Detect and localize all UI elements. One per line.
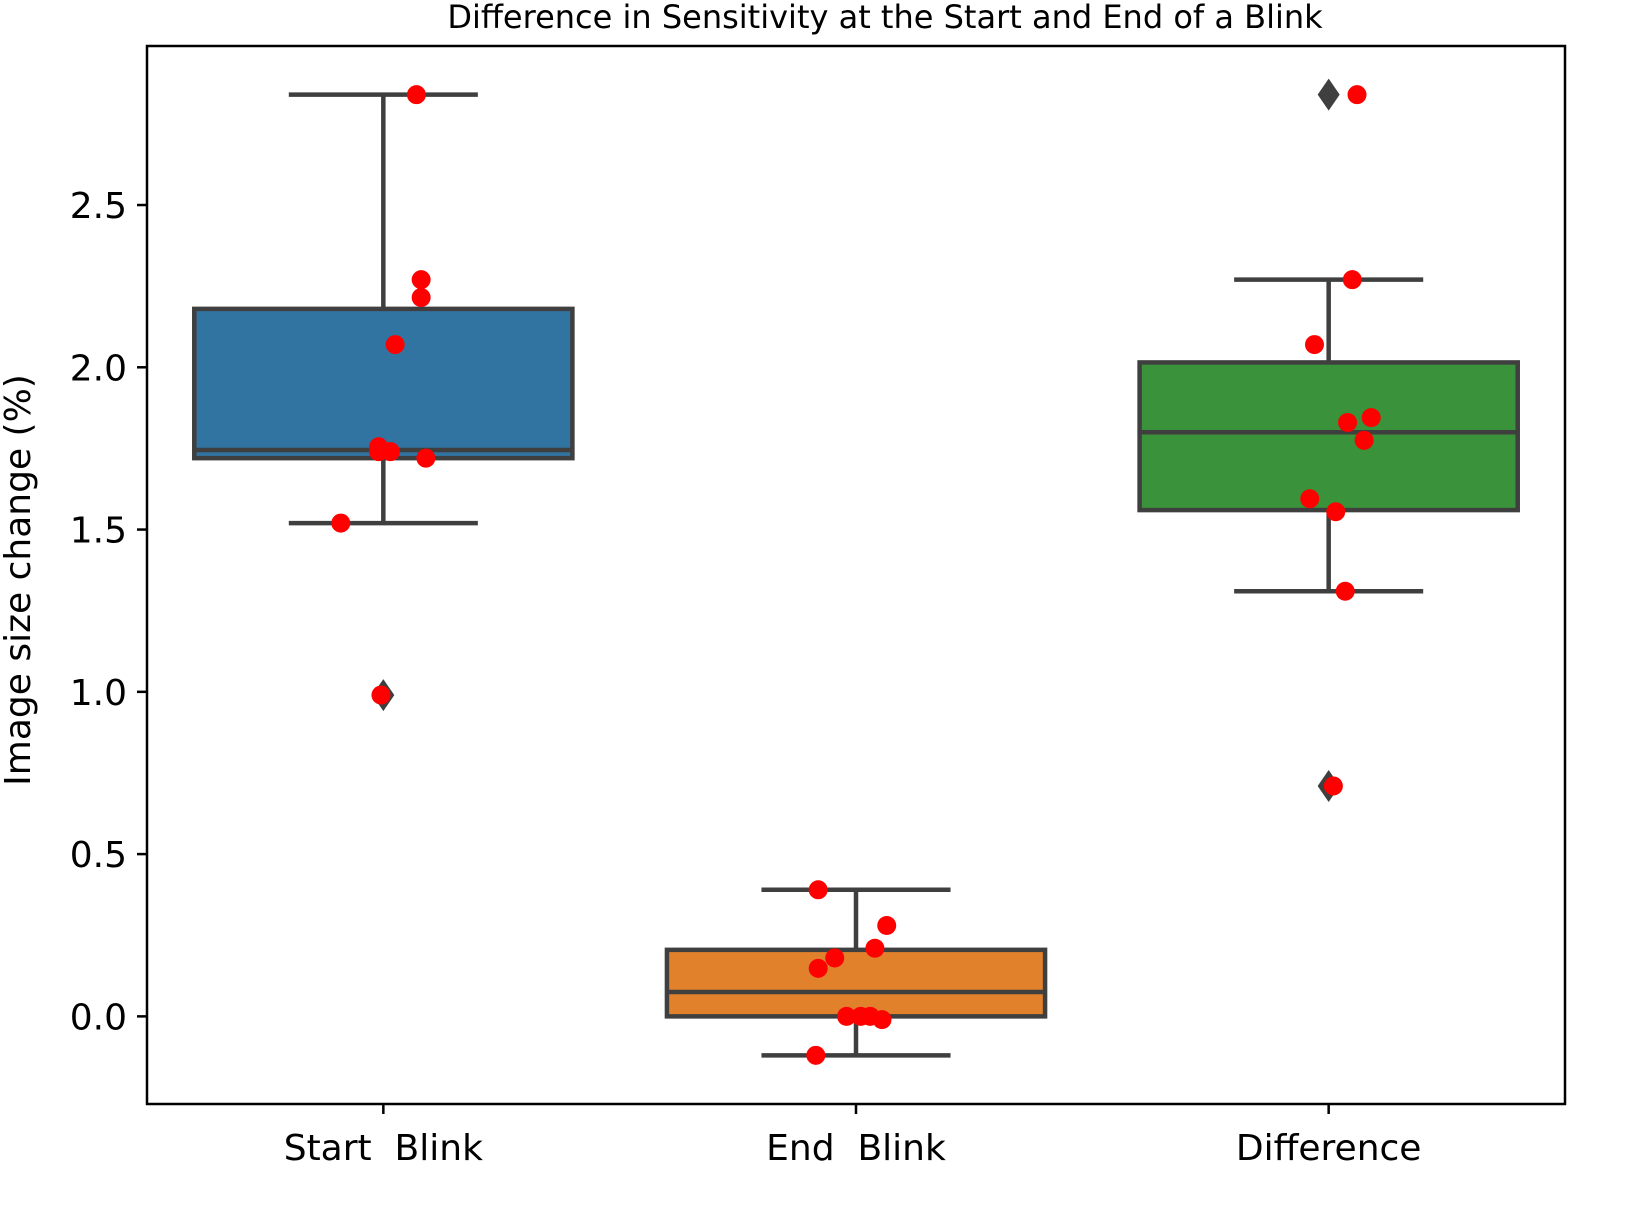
y-tick-label: 0.0 xyxy=(70,997,127,1038)
data-point xyxy=(1326,502,1346,522)
data-point xyxy=(331,513,351,533)
data-point xyxy=(1354,430,1374,450)
x-tick-label: Difference xyxy=(1236,1128,1422,1169)
chart-marks xyxy=(192,78,1520,1065)
data-point xyxy=(1300,489,1320,509)
data-point xyxy=(380,442,400,462)
data-point xyxy=(406,85,426,105)
data-point xyxy=(385,335,405,355)
data-point xyxy=(416,448,436,468)
data-point xyxy=(808,958,828,978)
y-tick-label: 0.5 xyxy=(70,835,127,876)
box-group-1 xyxy=(192,92,575,712)
x-tick-label: Start Blink xyxy=(284,1128,483,1169)
y-tick-label: 1.0 xyxy=(70,673,127,714)
data-point xyxy=(371,685,391,705)
strip-points-3 xyxy=(1300,85,1381,796)
y-tick-label: 2.5 xyxy=(70,186,127,227)
data-point xyxy=(865,938,885,958)
data-point xyxy=(1361,408,1381,428)
data-point xyxy=(1342,270,1362,290)
box-iqr xyxy=(192,306,575,461)
data-point xyxy=(411,270,431,290)
data-point xyxy=(1347,85,1367,105)
data-point xyxy=(825,948,845,968)
strip-points-1 xyxy=(331,85,436,705)
strip-points-2 xyxy=(806,880,897,1065)
data-point xyxy=(877,916,897,936)
data-point xyxy=(837,1006,857,1026)
data-point xyxy=(872,1010,892,1030)
box-group-2 xyxy=(664,887,1048,1058)
y-tick-label: 1.5 xyxy=(70,511,127,552)
box-iqr xyxy=(1137,360,1520,513)
y-axis: 0.0 0.5 1.0 1.5 2.0 2.5 xyxy=(70,186,147,1038)
x-tick-label: End Blink xyxy=(766,1128,946,1169)
data-point xyxy=(1323,776,1343,796)
x-axis: Start Blink End Blink Difference xyxy=(284,1104,1422,1169)
data-point xyxy=(1335,581,1355,601)
data-point xyxy=(1304,335,1324,355)
outlier-marker xyxy=(1317,78,1340,111)
data-point xyxy=(806,1045,826,1065)
y-axis-label: Image size change (%) xyxy=(0,374,39,786)
data-point xyxy=(808,880,828,900)
y-tick-label: 2.0 xyxy=(70,348,127,389)
data-point xyxy=(411,288,431,308)
box-iqr xyxy=(664,947,1048,1019)
data-point xyxy=(1338,412,1358,432)
box-group-3 xyxy=(1137,78,1520,802)
chart-title: Difference in Sensitivity at the Start a… xyxy=(447,0,1323,36)
